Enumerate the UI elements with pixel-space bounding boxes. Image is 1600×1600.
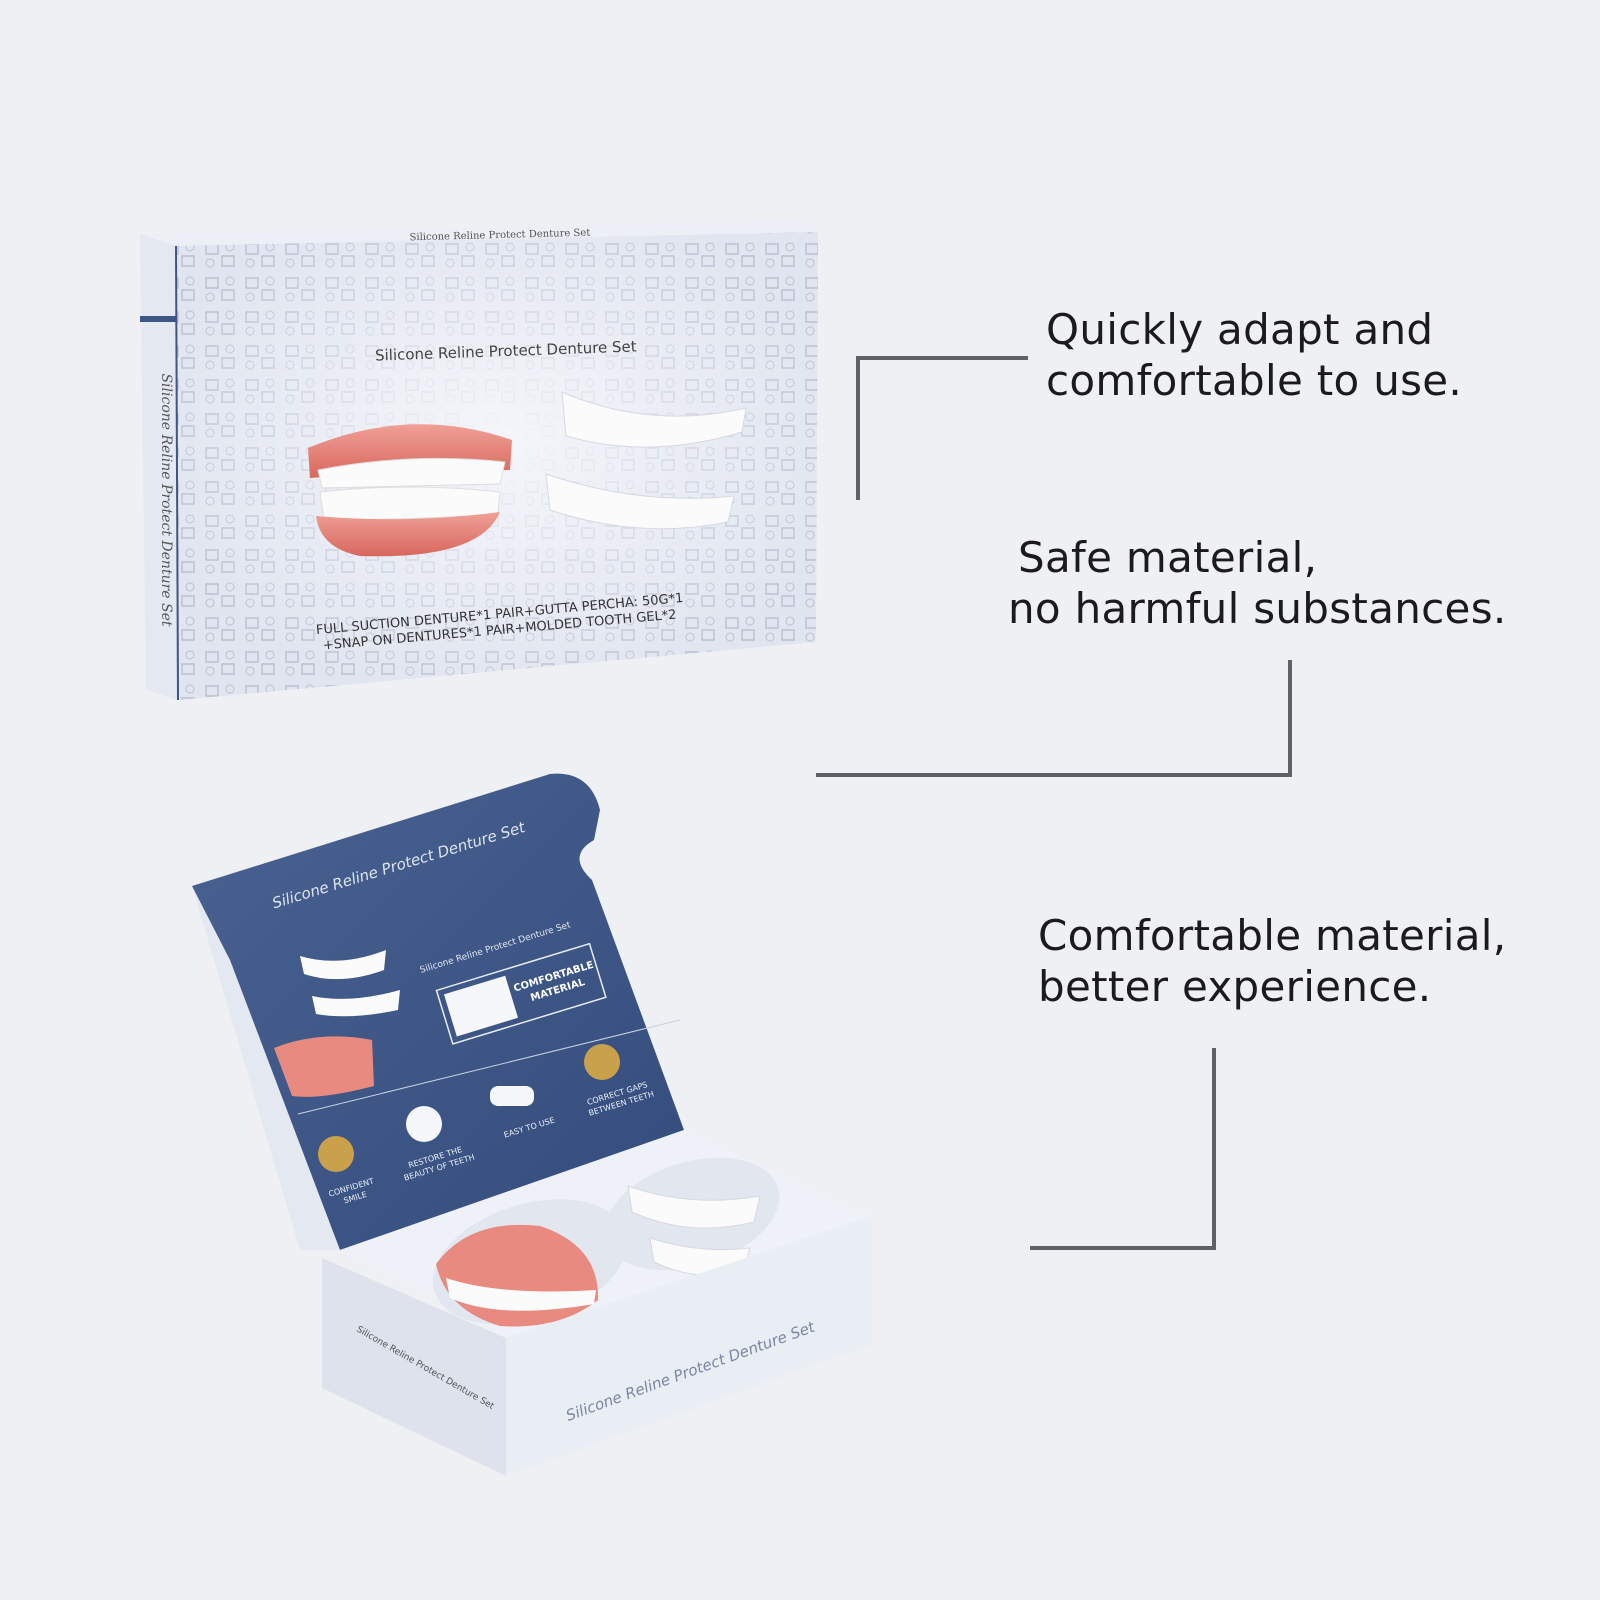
easy-denture-icon <box>490 1086 534 1106</box>
feature-3-line-2: better experience. <box>1038 962 1432 1011</box>
gap-tooth-icon <box>584 1044 620 1080</box>
feature-comfortable-material: Comfortable material, better experience. <box>1038 910 1506 1012</box>
connector-line-2 <box>816 660 1292 777</box>
tooth-sparkle-icon <box>406 1106 442 1142</box>
connector-line-1 <box>856 356 1028 500</box>
feature-safe-material: Safe material, no harmful substances. <box>1008 532 1507 634</box>
feature-2-line-2: no harmful substances. <box>1008 584 1507 633</box>
feature-1-line-2: comfortable to use. <box>1046 356 1463 405</box>
feature-quick-adapt: Quickly adapt and comfortable to use. <box>1046 304 1462 406</box>
closed-box-side-label: Silicone Reline Protect Denture Set <box>158 373 174 626</box>
tooth-badge-icon <box>443 975 519 1037</box>
denture-upper-icon <box>308 424 512 489</box>
feature-2-line-1: Safe material, <box>1018 533 1318 582</box>
smile-icon <box>318 1136 354 1172</box>
feature-3-line-1: Comfortable material, <box>1038 911 1507 960</box>
feature-1-line-1: Quickly adapt and <box>1046 305 1434 354</box>
connector-line-3 <box>1030 1048 1216 1250</box>
closed-box-top-label: Silicone Reline Protect Denture Set <box>409 228 590 244</box>
denture-lower-icon <box>316 486 501 557</box>
